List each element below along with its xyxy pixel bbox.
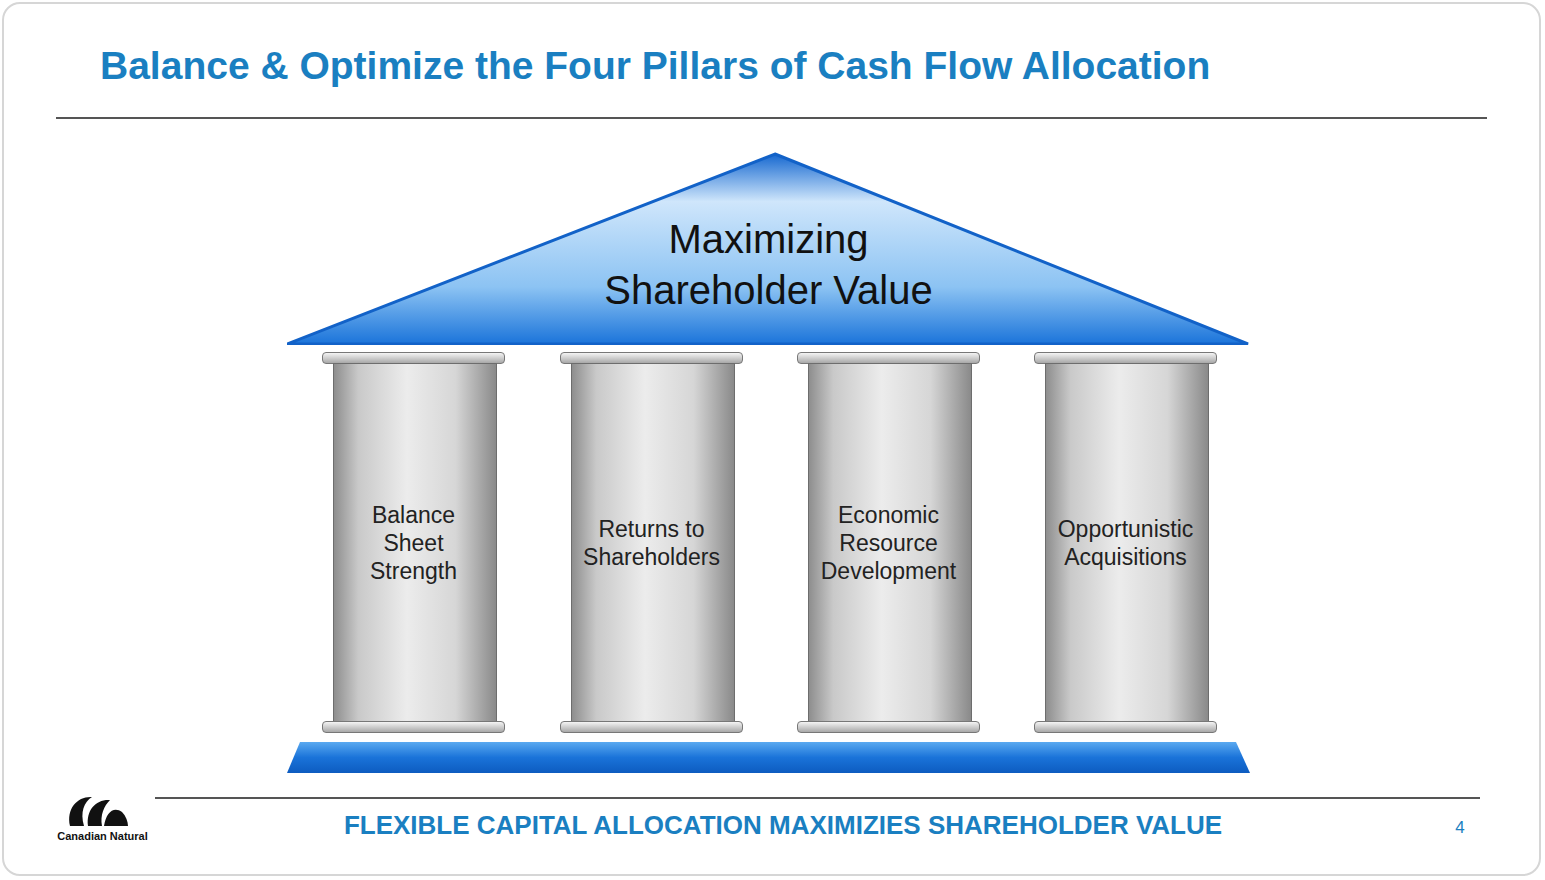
pillar-shaft <box>1045 363 1209 722</box>
company-name: Canadian Natural <box>40 830 165 842</box>
pillar-plinth <box>1034 721 1217 733</box>
pillar-text-holder: Economic Resource Development <box>797 352 980 733</box>
pillar-column: Balance Sheet Strength <box>322 352 505 733</box>
temple-base <box>287 742 1250 773</box>
slide-caption: FLEXIBLE CAPITAL ALLOCATION MAXIMIZIES S… <box>200 810 1366 841</box>
pillar-plinth <box>560 721 743 733</box>
page-number: 4 <box>1440 818 1480 838</box>
pillar-label: Returns to Shareholders <box>572 515 732 571</box>
slide-title: Balance & Optimize the Four Pillars of C… <box>100 44 1210 88</box>
pillar-label: Balance Sheet Strength <box>354 501 474 585</box>
pillar-column: Returns to Shareholders <box>560 352 743 733</box>
pillar-shaft <box>571 363 735 722</box>
company-logo <box>69 797 128 826</box>
pillar-text-holder: Opportunistic Acquisitions <box>1034 352 1217 733</box>
pillar-text-holder: Balance Sheet Strength <box>322 352 505 733</box>
roof-text-holder: Maximizing Shareholder Value <box>287 214 1250 316</box>
pillar-plinth <box>797 721 980 733</box>
pillar-plinth <box>322 721 505 733</box>
pillar-column: Economic Resource Development <box>797 352 980 733</box>
footer-rule <box>155 797 1480 799</box>
pillar-label: Opportunistic Acquisitions <box>1046 515 1206 571</box>
title-rule <box>56 117 1487 119</box>
pillar-text-holder: Returns to Shareholders <box>560 352 743 733</box>
pillar-column: Opportunistic Acquisitions <box>1034 352 1217 733</box>
roof-triangle <box>287 154 1248 344</box>
roof-pediment: Maximizing Shareholder Value <box>287 152 1250 345</box>
pillar-label: Economic Resource Development <box>809 501 969 585</box>
roof-text: Maximizing Shareholder Value <box>569 214 969 316</box>
